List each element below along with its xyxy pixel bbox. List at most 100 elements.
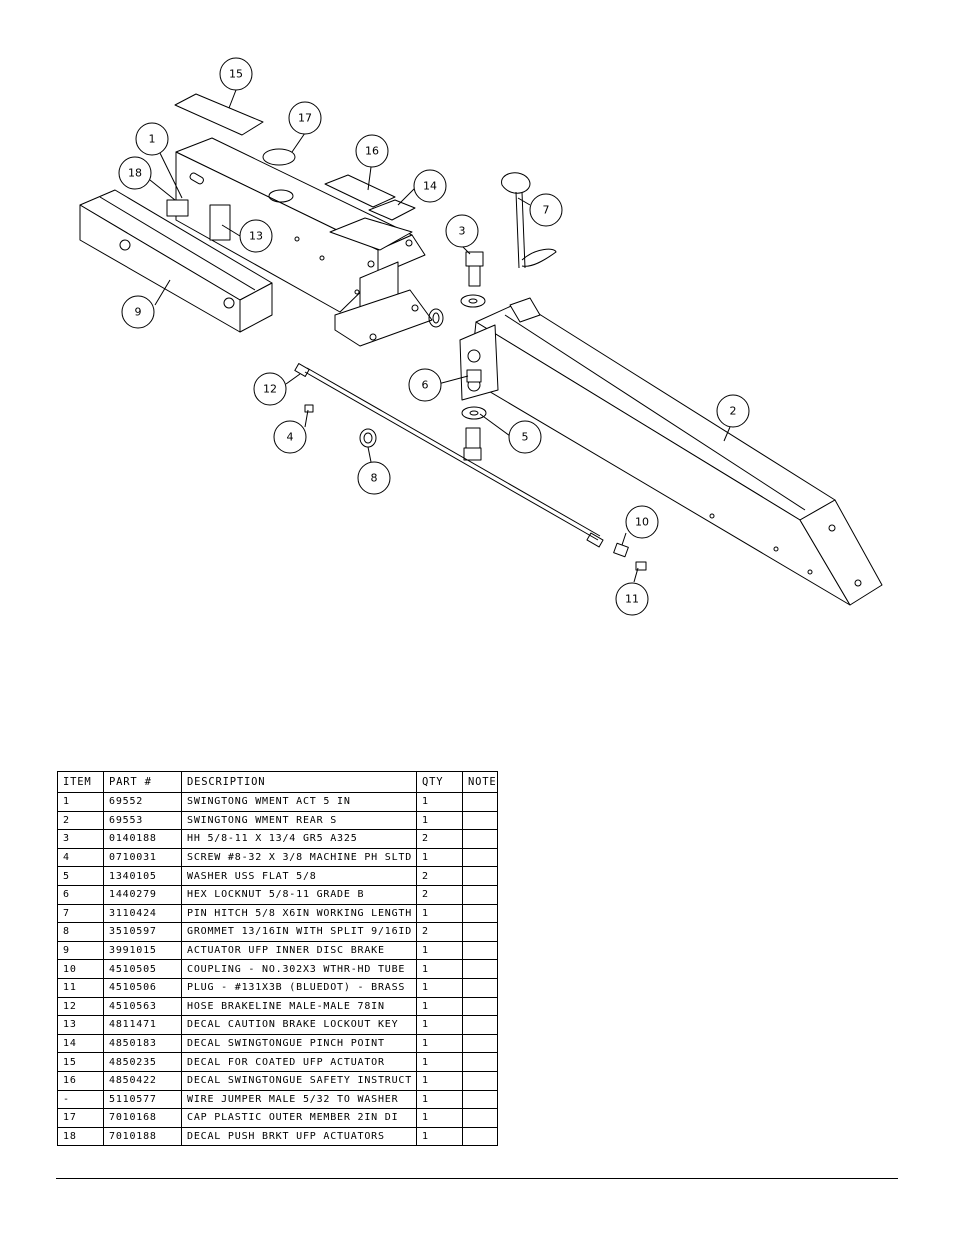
cell-item: 16 (57, 1070, 104, 1091)
cell-part: 3510597 (103, 922, 182, 942)
part-1-front-weldment (175, 137, 433, 347)
callout-7-circle (529, 193, 563, 227)
cell-desc: SCREW #8-32 X 3/8 MACHINE PH SLTD (181, 847, 417, 868)
cell-part: 4850235 (103, 1052, 182, 1072)
header-item: ITEM (57, 771, 104, 793)
cell-desc: HOSE BRAKELINE MALE-MALE 78IN (181, 996, 417, 1017)
cell-note (462, 940, 498, 961)
cell-qty: 1 (416, 977, 463, 998)
cell-desc: DECAL SWINGTONGUE PINCH POINT (181, 1033, 417, 1054)
cell-note (462, 922, 498, 942)
decal-18 (166, 199, 189, 217)
cell-qty: 1 (416, 1052, 463, 1072)
cell-note (462, 810, 498, 831)
cell-item: 15 (57, 1052, 104, 1072)
cell-desc: DECAL PUSH BRKT UFP ACTUATORS (181, 1126, 417, 1147)
cell-note (462, 977, 498, 998)
cell-item: 13 (57, 1015, 104, 1035)
cell-desc: PLUG - #131X3B (BLUEDOT) - BRASS (181, 977, 417, 998)
cell-desc: HEX LOCKNUT 5/8-11 GRADE B (181, 884, 417, 905)
exploded-parts-diagram: 15 17 1 18 13 16 14 3 7 9 12 4 6 5 8 2 1… (79, 57, 883, 616)
cell-item: 8 (57, 922, 104, 942)
cell-note (462, 1126, 498, 1147)
callout-10: 10 (635, 516, 649, 529)
cell-note (462, 829, 498, 849)
cell-item: 14 (57, 1033, 104, 1054)
callout-11-circle (615, 582, 649, 616)
cell-note (462, 884, 498, 905)
cell-qty: 1 (416, 792, 463, 812)
callout-16: 16 (365, 145, 379, 158)
callout-9-circle (121, 295, 155, 329)
cell-part: 0710031 (103, 847, 182, 868)
cell-qty: 2 (416, 866, 463, 886)
callout-2: 2 (730, 405, 737, 418)
part-4-screw (304, 404, 314, 413)
cell-part: 69553 (103, 810, 182, 831)
cell-desc: WIRE JUMPER MALE 5/32 TO WASHER (181, 1089, 417, 1110)
cell-qty: 1 (416, 847, 463, 868)
cell-note (462, 903, 498, 924)
callout-5: 5 (522, 431, 529, 444)
cell-note (462, 959, 498, 979)
callout-16-circle (355, 134, 389, 168)
callout-4-circle (273, 420, 307, 454)
cell-note (462, 847, 498, 868)
cell-part: 4850422 (103, 1070, 182, 1091)
callout-13: 13 (249, 230, 263, 243)
cell-part: 69552 (103, 792, 182, 812)
cell-qty: 1 (416, 1033, 463, 1054)
header-note: NOTE (462, 771, 498, 793)
cell-qty: 1 (416, 903, 463, 924)
cell-desc: PIN HITCH 5/8 X6IN WORKING LENGTH (181, 903, 417, 924)
cell-qty: 1 (416, 940, 463, 961)
callout-1-circle (135, 122, 169, 156)
table-header-row: ITEM PART # DESCRIPTION QTY NOTE (57, 771, 498, 793)
cell-part: 3991015 (103, 940, 182, 961)
callout-12: 12 (263, 383, 277, 396)
cell-item: 17 (57, 1108, 104, 1128)
cell-desc: DECAL FOR COATED UFP ACTUATOR (181, 1052, 417, 1072)
cell-item: 18 (57, 1126, 104, 1147)
part-12-hose (294, 363, 604, 548)
header-qty: QTY (416, 771, 463, 793)
cell-part: 7010188 (103, 1126, 182, 1147)
cell-part: 4811471 (103, 1015, 182, 1035)
callout-13-circle (239, 219, 273, 253)
callout-5-circle (508, 420, 542, 454)
callout-7: 7 (543, 204, 550, 217)
callout-6: 6 (422, 379, 429, 392)
cell-note (462, 792, 498, 812)
cell-part: 3110424 (103, 903, 182, 924)
cell-part: 4510506 (103, 977, 182, 998)
callout-3: 3 (459, 225, 466, 238)
cell-note (462, 1052, 498, 1072)
cell-part: 0140188 (103, 829, 182, 849)
decal-16 (324, 174, 396, 208)
cell-note (462, 1089, 498, 1110)
callout-17-circle (288, 101, 322, 135)
cell-qty: 2 (416, 884, 463, 905)
cell-desc: DECAL CAUTION BRAKE LOCKOUT KEY (181, 1015, 417, 1035)
callout-4: 4 (287, 431, 294, 444)
part-3-bolt (463, 251, 484, 461)
callout-11: 11 (625, 593, 639, 606)
cell-qty: 1 (416, 1070, 463, 1091)
cell-part: 1340105 (103, 866, 182, 886)
cell-desc: SWINGTONG WMENT REAR S (181, 810, 417, 831)
callout-15-circle (219, 57, 253, 91)
part-7-hitch-pin (501, 172, 557, 269)
